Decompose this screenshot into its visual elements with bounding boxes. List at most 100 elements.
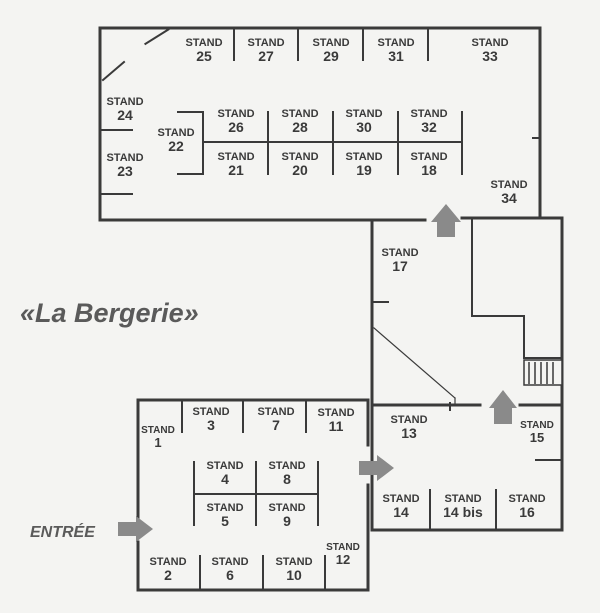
stand-word: STAND — [410, 108, 447, 120]
stand-word: STAND — [257, 406, 294, 418]
stand-number: 11 — [329, 418, 344, 434]
walls — [98, 26, 564, 592]
stair-rail — [373, 327, 456, 399]
stand-word: STAND — [382, 493, 419, 505]
stand-word: STAND — [192, 406, 229, 418]
stand-word: STAND — [185, 37, 222, 49]
stand-word: STAND — [268, 460, 305, 472]
wall-diagonal-top — [144, 28, 170, 46]
stand-number: 19 — [356, 162, 372, 178]
stand-number: 29 — [323, 48, 339, 64]
stand-word: STAND — [317, 407, 354, 419]
stand-number: 34 — [501, 190, 517, 206]
stand-word: STAND — [326, 542, 360, 553]
stand-number: 8 — [283, 471, 291, 487]
stand-word: STAND — [410, 151, 447, 163]
stand-number: 7 — [272, 417, 280, 433]
stand-word: STAND — [106, 152, 143, 164]
stand-word: STAND — [390, 414, 427, 426]
wall-top-building — [98, 26, 542, 222]
stand-word: STAND — [275, 556, 312, 568]
wall-diagonal-left — [101, 60, 126, 82]
stand-word: STAND — [247, 37, 284, 49]
stand-word: STAND — [211, 556, 248, 568]
stand-number: 16 — [519, 504, 535, 520]
arrow-icon — [118, 516, 153, 542]
stand-word: STAND — [206, 460, 243, 472]
stand-number: 22 — [168, 138, 184, 154]
stand-word: STAND — [217, 108, 254, 120]
stand-number: 31 — [388, 48, 404, 64]
wall-lower-left — [136, 398, 370, 520]
stand-number: 21 — [228, 162, 244, 178]
entrance-label: ENTRÉE — [30, 522, 96, 541]
stand-word: STAND — [345, 108, 382, 120]
stand-number: 6 — [226, 567, 234, 583]
stand-number: 4 — [221, 471, 229, 487]
wall-lower-bottom — [136, 540, 370, 592]
stand-word: STAND — [490, 179, 527, 191]
stand-number: 13 — [401, 425, 417, 441]
stand-number: 10 — [286, 567, 302, 583]
stand-word: STAND — [281, 151, 318, 163]
inner-block — [471, 219, 563, 359]
stand-word: STAND — [520, 420, 554, 431]
stand-number: 24 — [117, 107, 133, 123]
stand-number: 27 — [258, 48, 274, 64]
stand-number: 25 — [196, 48, 212, 64]
stand-number: 23 — [117, 163, 133, 179]
stand-number: 14 bis — [443, 504, 483, 520]
stand-word: STAND — [312, 37, 349, 49]
stand-number: 17 — [392, 258, 408, 274]
stand-word: STAND — [206, 502, 243, 514]
stand-word: STAND — [381, 247, 418, 259]
stand-number: 33 — [482, 48, 498, 64]
stand-number: 1 — [154, 435, 161, 450]
stand-word: STAND — [281, 108, 318, 120]
arrow-icon — [489, 390, 517, 424]
stand-number: 3 — [207, 417, 215, 433]
stand-number: 26 — [228, 119, 244, 135]
stand-word: STAND — [106, 96, 143, 108]
stand-number: 20 — [292, 162, 308, 178]
stand-number: 18 — [421, 162, 437, 178]
plan-title: «La Bergerie» — [20, 298, 199, 328]
stand-labels: STAND25STAND27STAND29STAND31STAND33STAND… — [106, 37, 553, 583]
stand-number: 5 — [221, 513, 229, 529]
stand-word: STAND — [217, 151, 254, 163]
stand-word: STAND — [157, 127, 194, 139]
stand-number: 14 — [393, 504, 409, 520]
